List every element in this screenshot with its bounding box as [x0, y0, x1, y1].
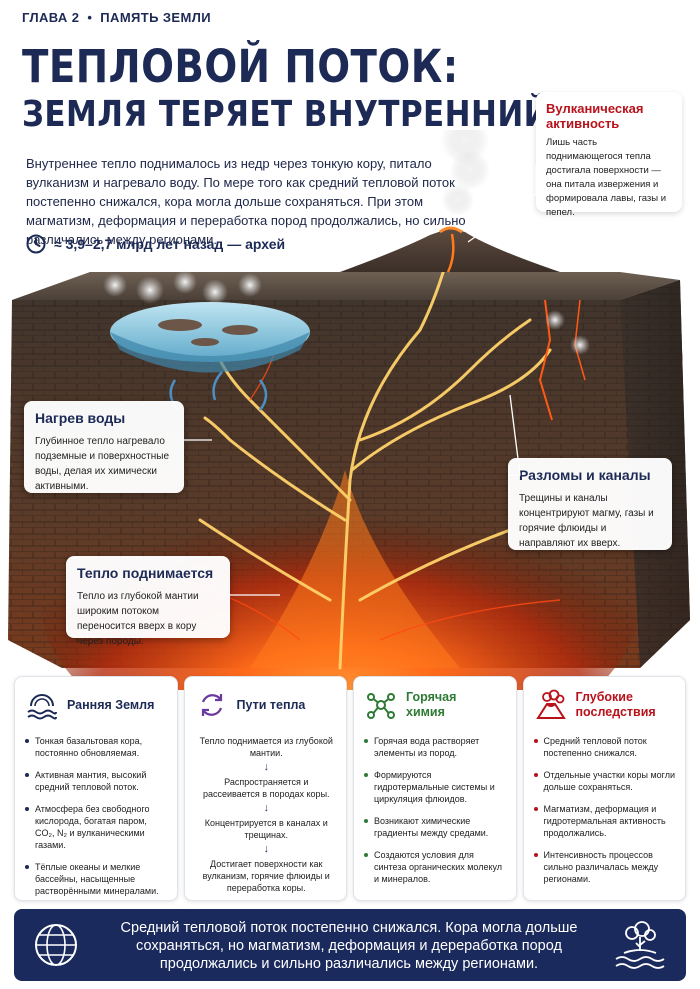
- volcanic-leader-line: [467, 164, 537, 243]
- panel-early-earth-title: Ранняя Земля: [67, 697, 155, 712]
- water-heating-title: Нагрев воды: [35, 410, 126, 426]
- heat-rising-title: Тепло поднимается: [77, 565, 214, 581]
- faults-channels-title: Разломы и каналы: [519, 467, 651, 483]
- down-arrow-icon: ↓: [263, 802, 270, 814]
- volcanic-activity-text: Лишь часть поднимающегося тепла достигал…: [546, 137, 667, 218]
- list-item: Создаются условия для синтеза органическ…: [364, 849, 508, 885]
- list-item: Концентрируется в каналах и трещинах.: [204, 818, 328, 840]
- list-item: Формируются гидротермальные системы и ци…: [364, 769, 508, 805]
- clock-icon: [26, 234, 46, 254]
- water-heating-text: Глубинное тепло нагревало подземные и по…: [35, 436, 170, 492]
- list-item: Распространяется и рассеивается в порода…: [202, 777, 330, 799]
- list-item: Средний тепловой поток постепенно снижал…: [533, 735, 678, 759]
- list-item: Магматизм, деформация и гидротермальная …: [533, 803, 678, 839]
- list-item: Активная мантия, высокий средний теплово…: [25, 769, 169, 793]
- era-timestamp: ≈ 3,9–2,7 млрд лет назад — архей: [26, 234, 285, 254]
- down-arrow-icon: ↓: [263, 761, 270, 773]
- list-item: Тонкая базальтовая кора, постоянно обнов…: [25, 735, 169, 759]
- list-item: Горячая вода растворяет элементы из поро…: [364, 735, 508, 759]
- list-item: Возникают химические градиенты между сре…: [364, 815, 508, 839]
- era-text: ≈ 3,9–2,7 млрд лет назад — архей: [54, 236, 286, 252]
- chapter-header: ГЛАВА 2•ПАМЯТЬ ЗЕМЛИ: [22, 10, 211, 25]
- list-item: Интенсивность процессов сильно различала…: [533, 849, 678, 885]
- water-heating-callout: Нагрев воды Глубинное тепло нагревало по…: [24, 401, 184, 493]
- island-tree-icon: [615, 921, 665, 969]
- molecule-icon: [367, 693, 395, 719]
- heat-rising-text: Тепло из глубокой мантии широким потоком…: [77, 591, 199, 647]
- panel-early-earth: Ранняя Земля Тонкая базальтовая кора, по…: [14, 676, 178, 901]
- cycle-arrows-icon: [201, 694, 222, 716]
- info-panels: Ранняя Земля Тонкая базальтовая кора, по…: [14, 676, 686, 901]
- summary-text: Средний тепловой поток постепенно снижал…: [120, 920, 578, 972]
- list-item: Достигает поверхности как вулканизм, гор…: [202, 859, 330, 893]
- summary-footer: Средний тепловой поток постепенно снижал…: [14, 909, 686, 981]
- heat-rising-callout: Тепло поднимается Тепло из глубокой мант…: [66, 556, 230, 647]
- faults-channels-callout: Разломы и каналы Трещины и каналы концен…: [508, 458, 672, 550]
- down-arrow-icon: ↓: [263, 843, 270, 855]
- ocean-wave-icon: [27, 694, 57, 720]
- faults-channels-text: Трещины и каналы концентрируют магму, га…: [519, 493, 654, 549]
- list-item: Тепло поднимается из глубокой мантии.: [199, 736, 333, 758]
- deep-consequences-list: Средний тепловой поток постепенно снижал…: [533, 735, 678, 885]
- early-earth-list: Тонкая базальтовая кора, постоянно обнов…: [25, 735, 169, 897]
- title-line-2: ЗЕМЛЯ ТЕРЯЕТ ВНУТРЕННИЙ ЖАР: [22, 94, 648, 135]
- hot-chemistry-list: Горячая вода растворяет элементы из поро…: [364, 735, 508, 885]
- section-label: ПАМЯТЬ ЗЕМЛИ: [100, 10, 211, 25]
- page-title: ТЕПЛОВОЙ ПОТОК: ЗЕМЛЯ ТЕРЯЕТ ВНУТРЕННИЙ …: [22, 40, 648, 135]
- title-line-1: ТЕПЛОВОЙ ПОТОК:: [22, 40, 459, 93]
- chapter-label: ГЛАВА 2: [22, 10, 80, 25]
- globe-icon: [35, 924, 77, 966]
- heat-paths-flow: Тепло поднимается из глубокой мантии. ↓ …: [195, 735, 339, 894]
- intro-paragraph: Внутреннее тепло поднималось из недр чер…: [26, 156, 466, 247]
- list-item: Атмосфера без свободного кислорода, бога…: [25, 803, 169, 851]
- panel-heat-paths: Пути тепла Тепло поднимается из глубокой…: [183, 676, 347, 901]
- list-item: Отдельные участки коры могли дольше сохр…: [533, 769, 678, 793]
- list-item: Тёплые океаны и мелкие бассейны, насыщен…: [25, 861, 169, 897]
- panel-heat-paths-title: Пути тепла: [236, 697, 306, 712]
- eruption-icon: [535, 689, 566, 719]
